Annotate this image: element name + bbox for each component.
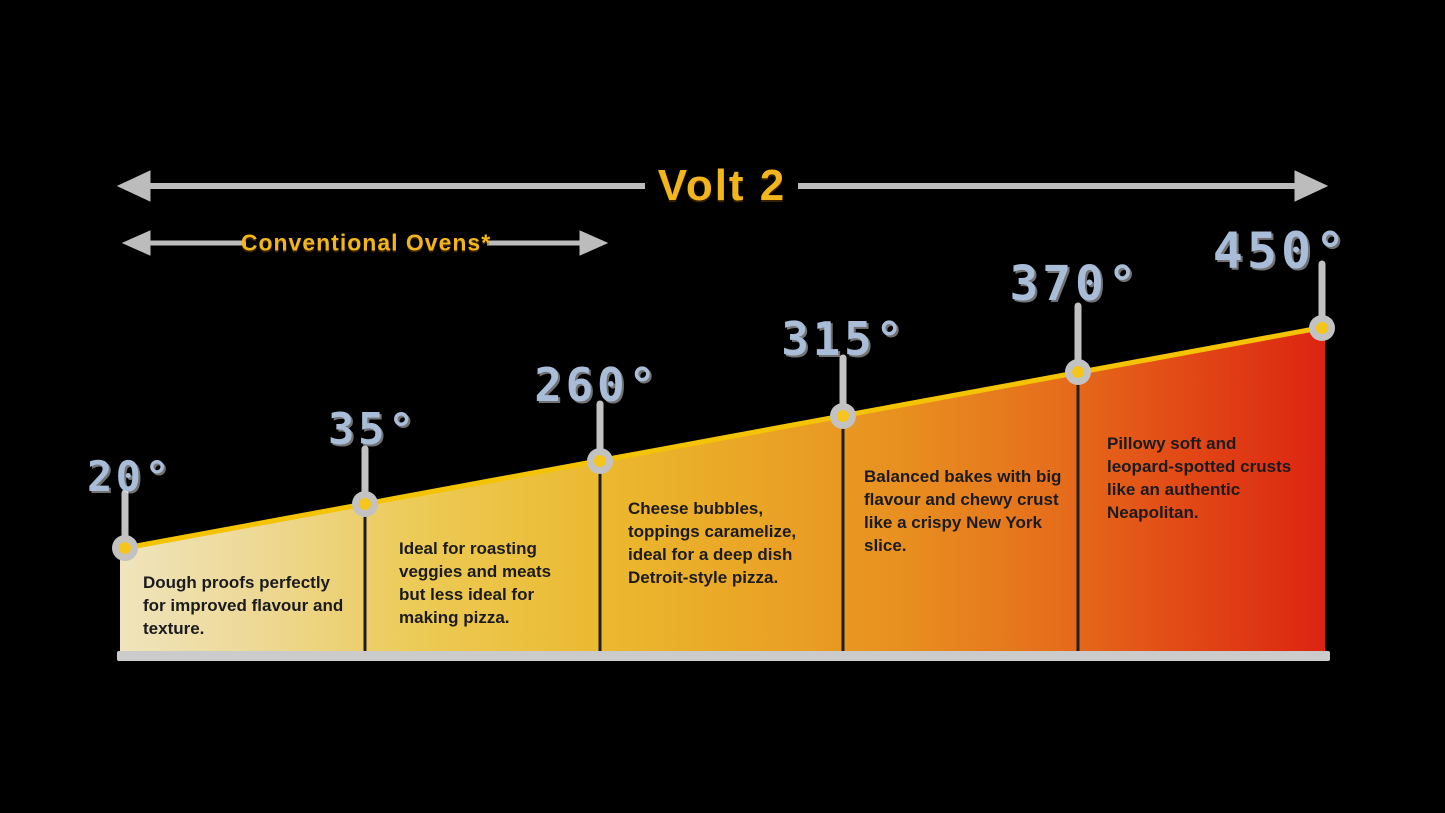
volt2-range-arrow [116,170,1329,202]
marker-pin [1065,359,1091,385]
temp-label-450: 450° [1212,222,1350,280]
arrow-head-left-icon [121,230,151,256]
segment-description-proofing: Dough proofs perfectly for improved flav… [143,573,344,639]
wedge-area [120,327,1325,654]
arrow-head-right-icon [1294,170,1329,202]
temp-label-35: 35° [327,404,419,455]
segment-description-detroit: Cheese bubbles, toppings caramelize, ide… [628,499,797,588]
baseline-bar [117,651,1330,661]
arrow-head-left-icon [116,170,151,202]
conventional-ovens-label: Conventional Ovens* [240,229,492,256]
marker-pin [352,491,378,517]
marker-pin [1309,315,1335,341]
marker-pin [830,403,856,429]
segment-description-neapolitan: Pillowy soft and leopard-spotted crusts … [1107,434,1292,523]
temp-label-370: 370° [1009,256,1141,312]
marker-pins [112,315,1335,561]
marker-pin [112,535,138,561]
marker-pin [587,448,613,474]
wedge-top-edge [117,324,1328,552]
volt2-label: Volt 2 [657,161,787,210]
segment-description-roasting: Ideal for roasting veggies and meats but… [399,539,552,628]
temp-label-20: 20° [87,452,173,501]
conventional-range-arrow [121,230,609,256]
arrow-head-right-icon [579,230,609,256]
temp-label-315: 315° [781,312,907,366]
segment-dividers [363,378,1080,652]
segment-description-new-york: Balanced bakes with big flavour and chew… [864,467,1062,556]
temp-label-260: 260° [534,358,660,412]
